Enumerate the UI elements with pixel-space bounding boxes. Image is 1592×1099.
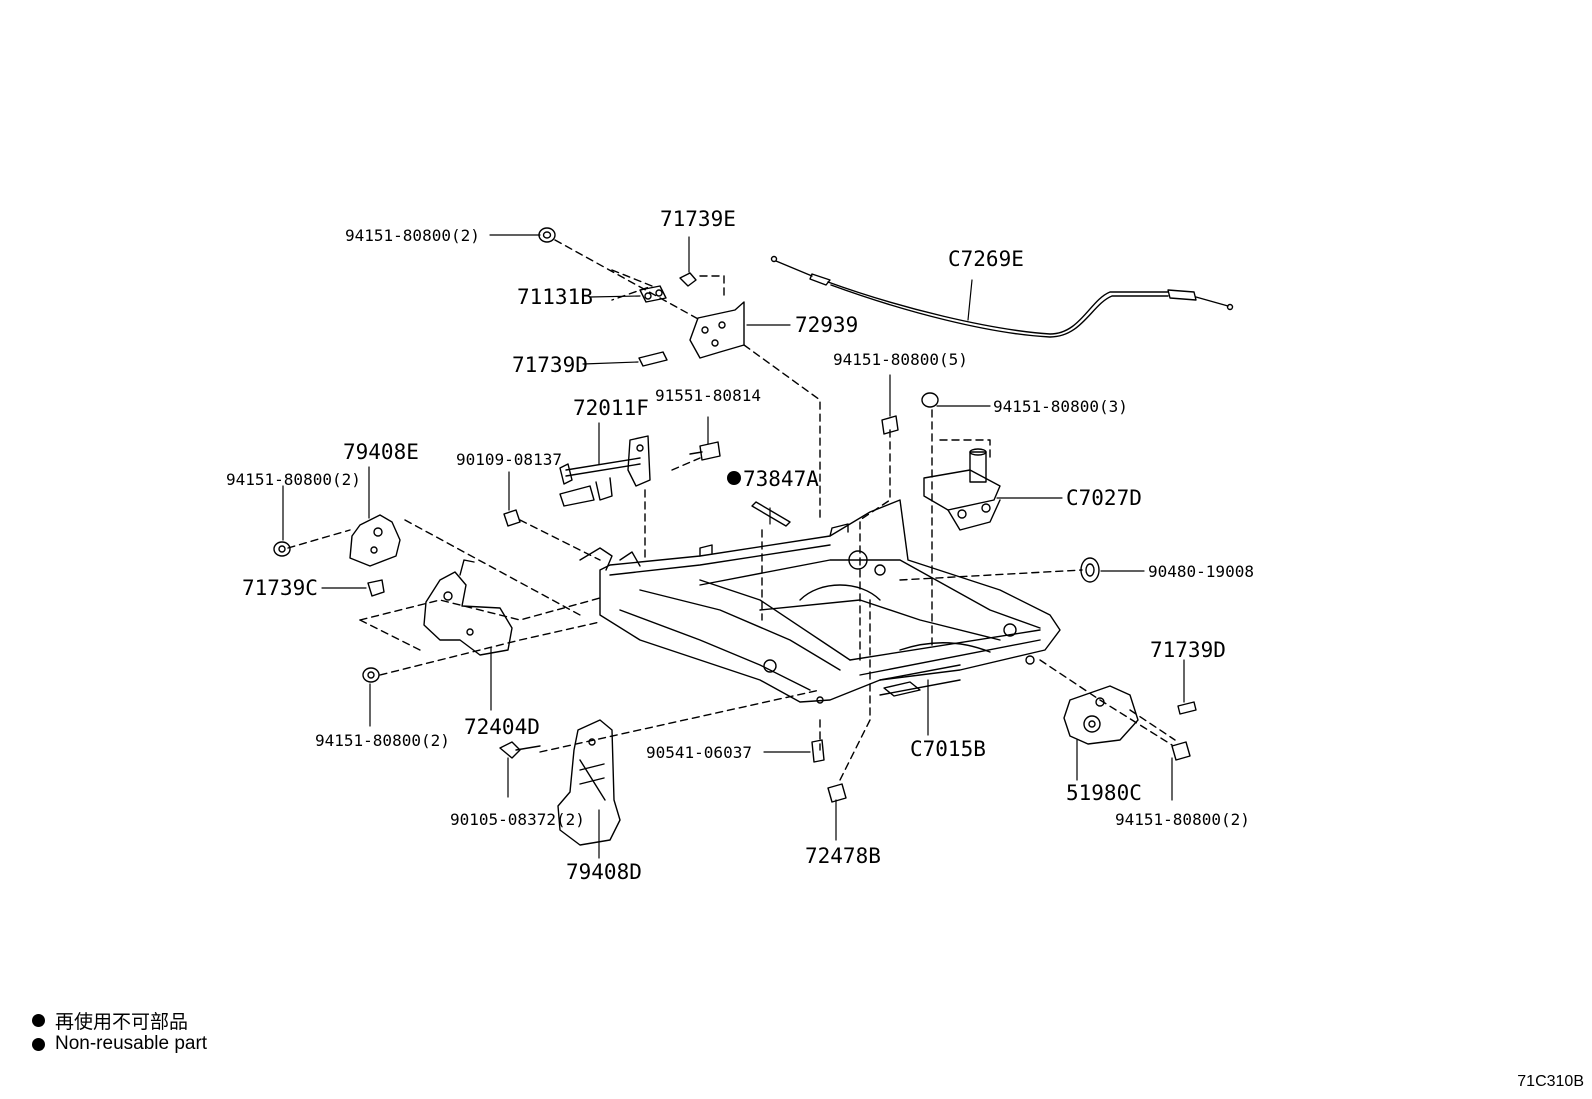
label-90105: 90105-08372(2) <box>450 810 585 829</box>
legend-english: Non-reusable part <box>32 1033 207 1055</box>
leader-lines <box>282 234 1185 859</box>
label-72404D: 72404D <box>464 715 540 739</box>
label-90541: 90541-06037 <box>646 743 752 762</box>
legend-en-text: Non-reusable part <box>55 1033 208 1054</box>
non-reusable-dot-icon <box>727 471 741 485</box>
label-72939: 72939 <box>795 313 858 337</box>
bracket-51980C-drawing <box>811 685 1197 803</box>
label-90480: 90480-19008 <box>1148 562 1254 581</box>
label-94151-left: 94151-80800(2) <box>226 470 361 489</box>
label-79408E: 79408E <box>343 440 419 464</box>
dashed-guides <box>287 239 1176 781</box>
legend-jp-text: 再使用不可部品 <box>55 1012 189 1033</box>
cable-drawing <box>770 255 1234 338</box>
bracket-72011F-drawing <box>559 435 721 507</box>
label-90109: 90109-08137 <box>456 450 562 469</box>
label-51980C: 51980C <box>1066 781 1142 805</box>
diagram-code: 71C310B <box>1517 1073 1584 1090</box>
label-94151-5: 94151-80800(5) <box>833 350 968 369</box>
label-71739D-right: 71739D <box>1150 638 1226 662</box>
label-91551: 91551-80814 <box>655 386 761 405</box>
bullet-icon <box>32 1014 45 1027</box>
label-94151-top: 94151-80800(2) <box>345 226 480 245</box>
mount-79408E-drawing <box>273 509 521 597</box>
mount-79408D-drawing <box>499 719 621 846</box>
label-94151-bottom-right: 94151-80800(2) <box>1115 810 1250 829</box>
label-C7015B: C7015B <box>910 737 986 761</box>
label-94151-bottom-left: 94151-80800(2) <box>315 731 450 750</box>
label-79408D: 79408D <box>566 860 642 884</box>
label-94151-3: 94151-80800(3) <box>993 397 1128 416</box>
part-labels: 94151-80800(2) 71739E 71131B 72939 71739… <box>226 207 1254 884</box>
legend-japanese: 再使用不可部品 <box>32 1007 188 1034</box>
bullet-icon <box>32 1037 45 1051</box>
bracket-72404D-drawing <box>362 559 513 683</box>
label-C7269E: C7269E <box>948 247 1024 271</box>
subframe-drawing <box>579 499 1061 704</box>
label-71739E: 71739E <box>660 207 736 231</box>
upper-bracket-drawing <box>538 227 745 367</box>
label-71131B: 71131B <box>517 285 593 309</box>
label-C7027D: C7027D <box>1066 486 1142 510</box>
label-72011F: 72011F <box>573 396 649 420</box>
label-71739D-top: 71739D <box>512 353 588 377</box>
label-73847A: 73847A <box>743 467 819 491</box>
seal-73847A-drawing <box>751 501 791 527</box>
label-71739C: 71739C <box>242 576 318 600</box>
actuator-C7027D-drawing <box>881 392 1100 583</box>
label-72478B: 72478B <box>805 844 881 868</box>
